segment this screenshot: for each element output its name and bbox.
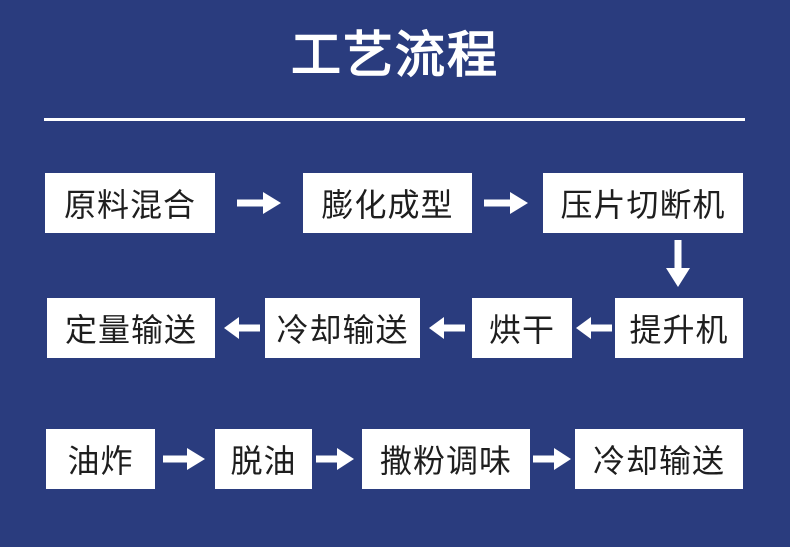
step-drying: 烘干 <box>472 298 572 358</box>
step-quantitative-conveying: 定量输送 <box>47 298 215 358</box>
step-extrusion-forming: 膨化成型 <box>303 173 472 233</box>
arrow-right-icon <box>316 448 354 470</box>
title-divider <box>44 118 745 121</box>
step-deoiling: 脱油 <box>215 429 312 489</box>
step-elevator: 提升机 <box>615 298 743 358</box>
arrow-right-icon <box>237 192 281 214</box>
arrow-left-icon <box>576 317 612 339</box>
step-powder-seasoning: 撒粉调味 <box>362 429 530 489</box>
step-cooling-conveying: 冷却输送 <box>265 298 420 358</box>
arrow-right-icon <box>484 192 528 214</box>
arrow-right-icon <box>533 448 571 470</box>
step-frying: 油炸 <box>46 429 155 489</box>
step-cooling-conveying-final: 冷却输送 <box>575 429 743 489</box>
arrow-down-icon <box>666 240 690 287</box>
step-sheeting-cutting-machine: 压片切断机 <box>543 173 743 233</box>
page-title: 工艺流程 <box>291 27 499 83</box>
step-raw-material-mixing: 原料混合 <box>45 173 215 233</box>
arrow-left-icon <box>224 317 260 339</box>
arrow-right-icon <box>163 448 205 470</box>
arrow-left-icon <box>429 317 465 339</box>
